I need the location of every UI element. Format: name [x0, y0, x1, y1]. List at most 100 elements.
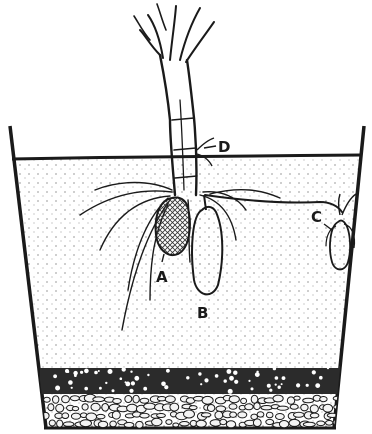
gravel-grain	[275, 384, 277, 386]
label-a: A	[156, 268, 168, 286]
pebble	[230, 412, 237, 417]
gravel-grain	[278, 386, 281, 389]
gravel-grain	[94, 371, 98, 375]
gravel-grain	[105, 382, 107, 384]
pebble	[326, 421, 333, 426]
pebble	[80, 420, 91, 427]
pebble	[241, 398, 247, 403]
gravel-grain	[327, 367, 329, 369]
gravel-grain	[143, 387, 147, 391]
gravel-speckle	[40, 360, 340, 370]
gravel-grain	[315, 383, 320, 388]
pebble	[184, 410, 195, 418]
pebble	[180, 422, 190, 426]
gravel-grain	[131, 381, 135, 385]
pebble	[98, 421, 107, 427]
pebble	[220, 419, 227, 424]
pebble	[320, 397, 327, 402]
gravel-grain	[255, 372, 260, 377]
gravel-grain	[281, 383, 283, 385]
pebble	[166, 420, 172, 425]
pebble	[207, 405, 214, 412]
pebble	[238, 412, 247, 418]
gravel-grain	[273, 367, 276, 370]
pebble	[173, 423, 179, 427]
gravel-grain	[269, 389, 272, 392]
gravel-grain	[312, 370, 316, 374]
gravel-grain	[122, 367, 126, 371]
gravel-grain	[125, 381, 127, 383]
pebble	[266, 419, 274, 424]
pebble	[229, 396, 239, 403]
pebble	[341, 396, 349, 400]
pebble	[56, 404, 64, 412]
gravel-grain	[134, 376, 139, 381]
pebble	[276, 414, 285, 420]
pebble	[215, 411, 223, 419]
gravel-grain	[215, 374, 219, 378]
gravel-grain	[248, 380, 250, 382]
pebble	[310, 405, 318, 413]
gravel-grain	[227, 369, 232, 374]
pebble	[216, 406, 226, 412]
label-b: B	[197, 304, 208, 322]
pebble	[294, 396, 300, 400]
pebble	[93, 397, 105, 402]
pebble	[333, 420, 341, 426]
gravel-grain	[120, 377, 123, 380]
pebble	[44, 397, 51, 402]
gravel-grain	[84, 387, 88, 391]
pebble	[294, 412, 305, 417]
gravel-grain	[164, 385, 168, 389]
pebble	[310, 413, 319, 418]
pebble	[72, 407, 78, 411]
pebble	[251, 395, 258, 403]
gravel-grain	[251, 387, 254, 390]
pebble	[229, 404, 237, 410]
gravel-grain	[198, 372, 201, 375]
gravel-grain	[200, 383, 202, 385]
gravel-grain	[147, 374, 149, 376]
pebble	[112, 411, 120, 419]
gravel-grain	[228, 389, 232, 393]
tuber-a	[156, 197, 190, 255]
pebble	[290, 404, 298, 409]
gravel-grain	[129, 389, 133, 393]
pebble	[201, 413, 211, 417]
pebble	[301, 404, 308, 411]
pebble	[70, 396, 79, 401]
gravel-grain	[80, 371, 83, 374]
pebble	[96, 414, 105, 418]
gravel-grain	[161, 382, 166, 387]
label-c: C	[311, 208, 322, 226]
gravel-grain	[282, 376, 286, 380]
gravel-grain	[71, 387, 73, 389]
pebble	[273, 395, 283, 402]
gravel-grain	[98, 370, 100, 372]
gravel-grain	[319, 376, 323, 380]
gravel-grain	[296, 383, 300, 387]
gravel-grain	[233, 371, 237, 375]
pebble	[245, 404, 253, 410]
pebble	[157, 414, 166, 418]
shoot-leaf-3	[170, 6, 176, 60]
pebble	[136, 421, 143, 428]
pebble	[144, 403, 156, 409]
gravel-grain	[108, 369, 113, 374]
pebble	[165, 396, 175, 403]
pebble	[289, 419, 300, 426]
pebble	[266, 412, 273, 418]
pebble	[254, 403, 260, 410]
pebble	[82, 404, 88, 410]
pebble	[196, 420, 206, 427]
gravel-grain	[68, 380, 73, 385]
pebble	[303, 422, 315, 426]
pebble	[152, 418, 162, 425]
pebble	[340, 412, 346, 418]
gravel-grain	[53, 374, 57, 378]
pebble	[110, 421, 117, 427]
pebble	[113, 399, 122, 404]
pebble	[342, 420, 352, 425]
shoot-leaf-6	[134, 16, 150, 40]
